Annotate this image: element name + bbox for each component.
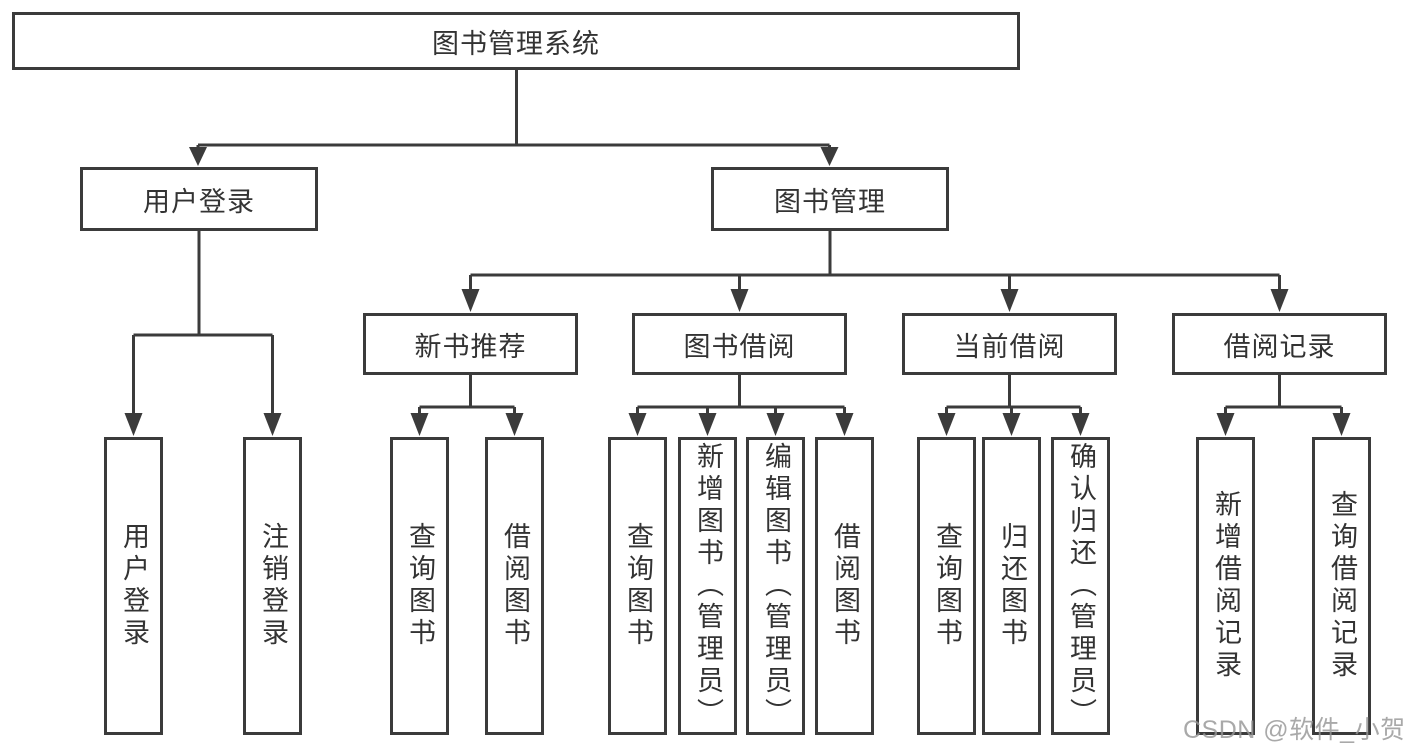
- leaf-query-books-recommend: 查询图书: [390, 437, 449, 735]
- node-root-label: 图书管理系统: [432, 28, 600, 59]
- node-book-borrow: 图书借阅: [632, 313, 847, 375]
- leaf-confirm-return-admin: 确认归还（管理员）: [1051, 437, 1110, 735]
- leaf-label: 编辑图书（管理员）: [761, 442, 791, 730]
- leaf-query-books-borrow: 查询图书: [608, 437, 667, 735]
- leaf-label: 新增图书（管理员）: [693, 442, 723, 730]
- leaf-borrow-books: 借阅图书: [815, 437, 874, 735]
- leaf-label: 查询图书: [405, 522, 435, 650]
- leaf-query-books-current: 查询图书: [917, 437, 976, 735]
- leaf-label: 用户登录: [119, 522, 149, 650]
- node-borrow-records: 借阅记录: [1172, 313, 1387, 375]
- leaf-edit-books-admin: 编辑图书（管理员）: [746, 437, 805, 735]
- node-user-login: 用户登录: [80, 167, 318, 231]
- leaf-label: 借阅图书: [500, 522, 530, 650]
- leaf-label: 确认归还（管理员）: [1066, 442, 1096, 730]
- node-root: 图书管理系统: [12, 12, 1020, 70]
- node-borrow-records-label: 借阅记录: [1223, 331, 1336, 362]
- leaf-label: 新增借阅记录: [1211, 490, 1241, 682]
- leaf-label: 注销登录: [258, 522, 288, 650]
- leaf-label: 查询借阅记录: [1327, 490, 1357, 682]
- leaf-add-borrow-record: 新增借阅记录: [1196, 437, 1255, 735]
- node-new-book-recommend: 新书推荐: [363, 313, 578, 375]
- leaf-label: 归还图书: [997, 522, 1027, 650]
- node-current-borrow-label: 当前借阅: [953, 331, 1066, 362]
- csdn-watermark: CSDN @软件_小贺同学: [1183, 716, 1405, 744]
- node-new-book-recommend-label: 新书推荐: [414, 331, 527, 362]
- node-book-management-label: 图书管理: [774, 186, 886, 217]
- node-user-login-label: 用户登录: [143, 186, 255, 217]
- leaf-return-books: 归还图书: [982, 437, 1041, 735]
- node-current-borrow: 当前借阅: [902, 313, 1117, 375]
- leaf-add-books-admin: 新增图书（管理员）: [678, 437, 737, 735]
- leaf-label: 查询图书: [932, 522, 962, 650]
- leaf-logout: 注销登录: [243, 437, 302, 735]
- leaf-query-borrow-record: 查询借阅记录: [1312, 437, 1371, 735]
- leaf-label: 借阅图书: [830, 522, 860, 650]
- leaf-label: 查询图书: [623, 522, 653, 650]
- node-book-borrow-label: 图书借阅: [683, 331, 796, 362]
- leaf-borrow-books-recommend: 借阅图书: [485, 437, 544, 735]
- node-book-management: 图书管理: [711, 167, 949, 231]
- leaf-user-login: 用户登录: [104, 437, 163, 735]
